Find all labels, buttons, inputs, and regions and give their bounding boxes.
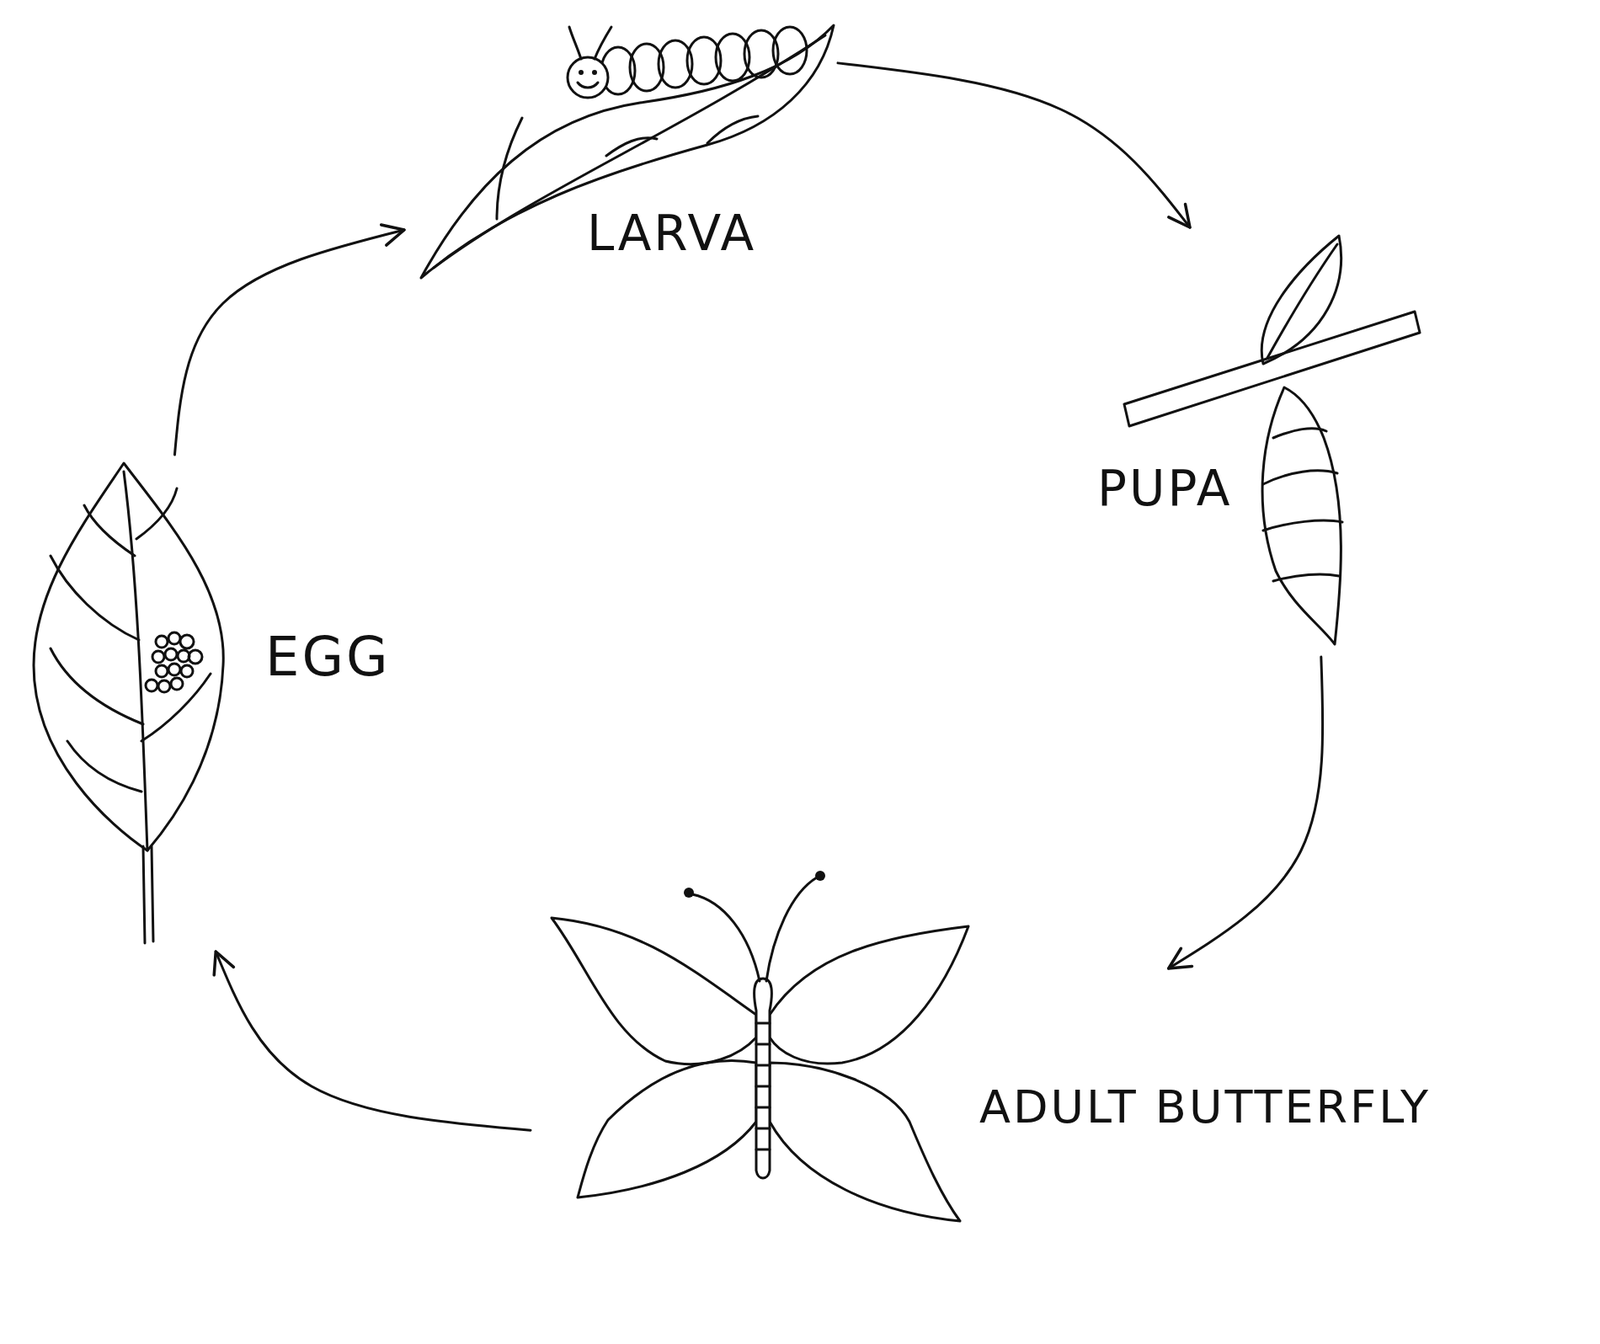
egg: [181, 665, 193, 678]
egg: [155, 635, 168, 648]
butterfly-body: [754, 978, 773, 1179]
stage-label: EGG: [265, 629, 391, 684]
caterpillar-head: [567, 57, 608, 98]
caterpillar: [567, 26, 807, 98]
chrysalis-bands: [1263, 428, 1343, 582]
egg: [145, 679, 158, 692]
cycle-arrow: [1168, 656, 1323, 969]
stage-node: LARVA: [404, 16, 838, 278]
leaf-outline: [421, 25, 834, 278]
antenna: [692, 877, 817, 982]
leaf-midrib: [433, 35, 826, 268]
wing: [577, 1061, 757, 1198]
cycle-arrow: [174, 229, 405, 455]
wing: [769, 926, 969, 1064]
egg: [158, 680, 171, 693]
antenna: [569, 26, 612, 59]
antenna-tip: [683, 887, 694, 898]
body-rings: [756, 1023, 770, 1150]
cycle-arrow: [215, 951, 531, 1131]
leaf-veins: [50, 488, 211, 792]
pupa-figure: [1124, 235, 1420, 645]
egg: [155, 665, 168, 678]
antenna-tip: [815, 870, 826, 881]
smile: [577, 82, 598, 88]
stage-label: ADULT BUTTERFLY: [979, 1084, 1431, 1131]
leaf-veins: [496, 116, 758, 219]
leaf-midrib: [123, 471, 148, 851]
eye: [592, 69, 598, 75]
butterfly: [551, 870, 969, 1222]
stage-label: LARVA: [586, 208, 757, 258]
egg: [168, 663, 181, 676]
wing: [769, 1062, 960, 1222]
egg: [168, 632, 181, 645]
stage-node: EGG: [25, 454, 400, 952]
eye: [578, 69, 584, 75]
stage-node: ADULT BUTTERFLY: [530, 968, 1567, 1230]
twig: [1124, 311, 1420, 427]
egg: [170, 677, 183, 690]
egg-cluster: [145, 632, 203, 693]
egg: [188, 650, 203, 664]
wing: [551, 917, 757, 1065]
stage-label: PUPA: [1097, 464, 1232, 513]
larva-leaf: [421, 25, 834, 278]
cycle-arrow: [837, 63, 1190, 228]
leaf-outline: [33, 463, 224, 851]
egg: [152, 650, 165, 663]
stage-node: PUPA: [1086, 227, 1432, 657]
egg: [165, 648, 177, 661]
egg: [180, 634, 194, 649]
egg-leaf: [33, 463, 224, 944]
leaf-outline: [1261, 235, 1341, 364]
chrysalis: [1262, 387, 1341, 645]
leaf-stem: [143, 846, 154, 944]
